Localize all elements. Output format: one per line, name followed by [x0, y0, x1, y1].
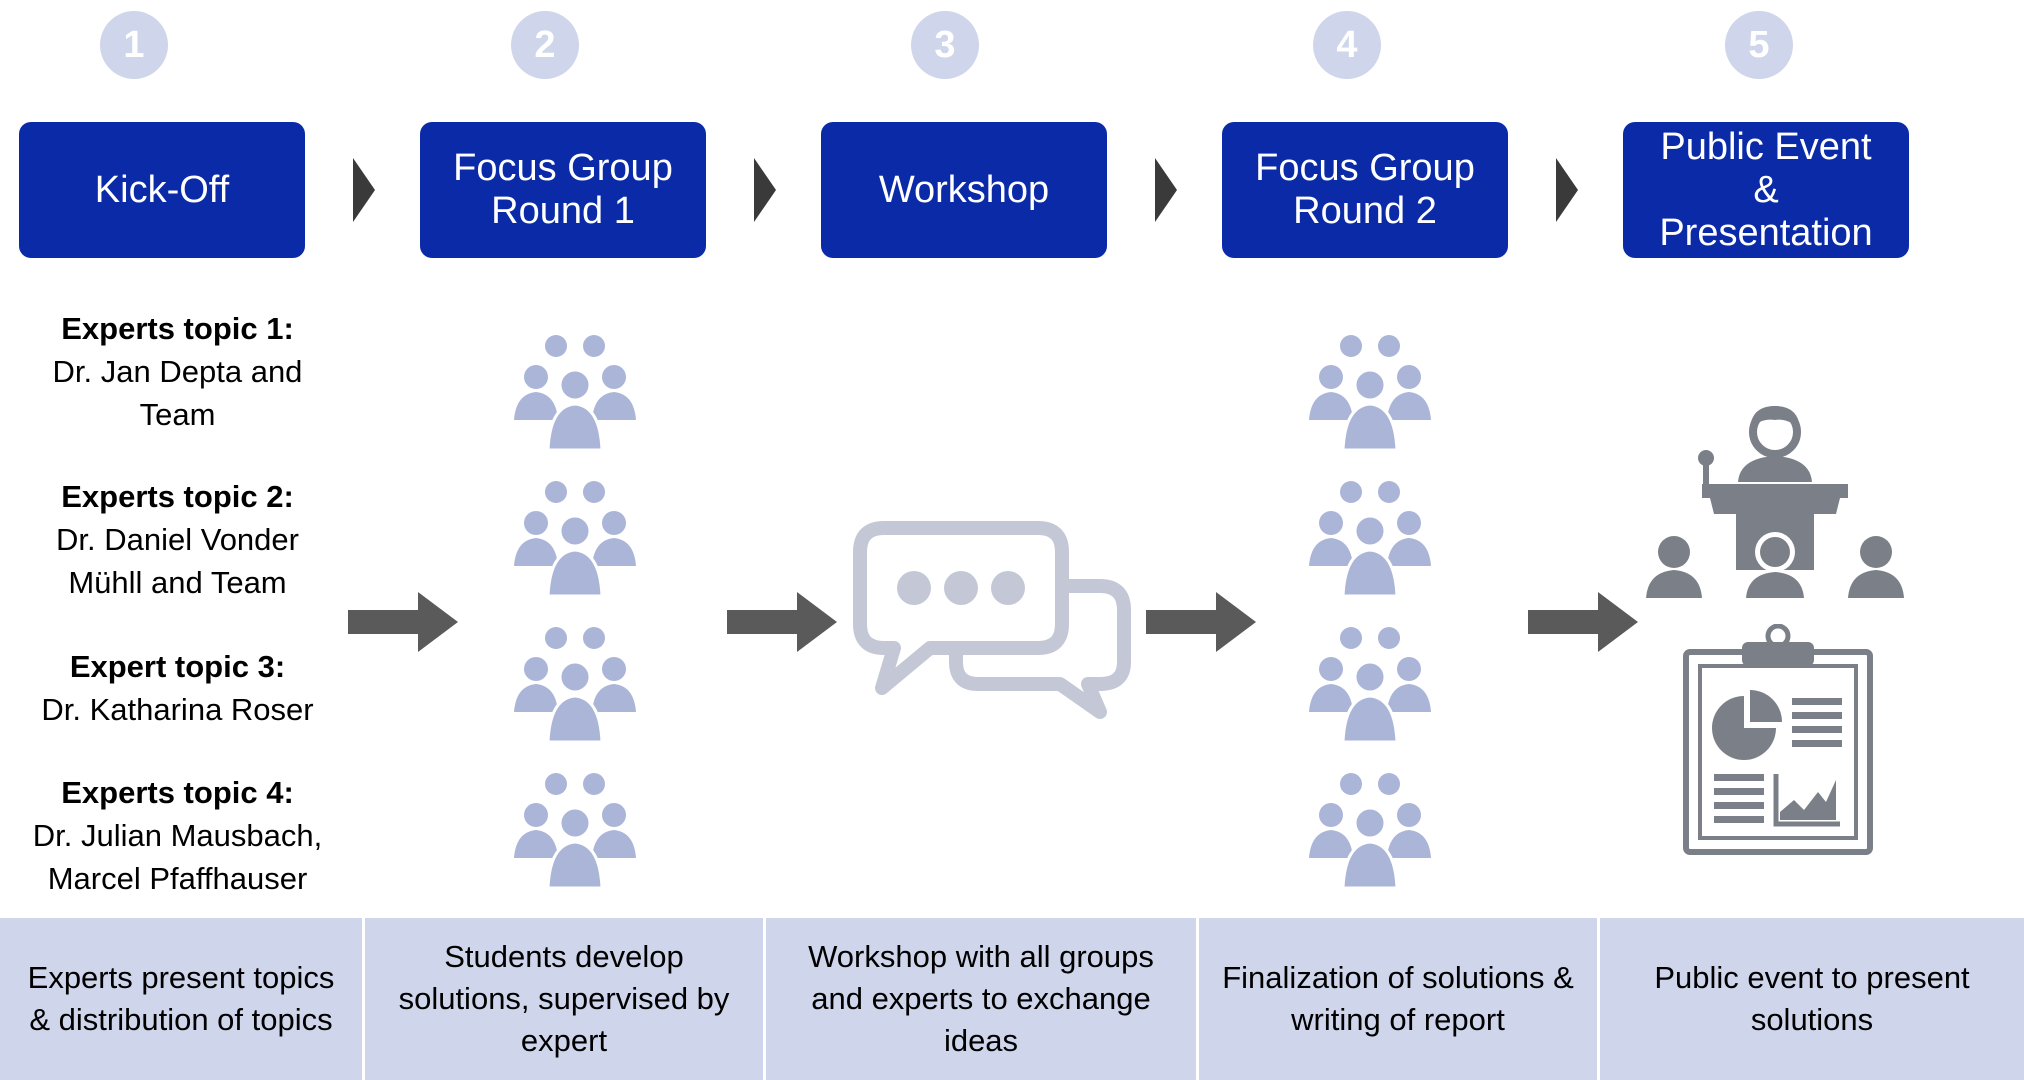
group-icon: [512, 479, 638, 598]
description-public-event: Public event to present solutions: [1654, 960, 1970, 1037]
group-icon: [1307, 625, 1433, 744]
arrow-right-icon: [1146, 592, 1256, 652]
chat-bubbles-icon: [853, 521, 1131, 719]
step-number-1: 1: [100, 11, 168, 79]
expert-topic-1-names: Dr. Jan Depta and Team: [52, 354, 303, 432]
expert-topic-2-names: Dr. Daniel Vonder Mühll and Team: [56, 522, 299, 600]
expert-topic-4-names: Dr. Julian Mausbach, Marcel Pfaffhauser: [32, 818, 323, 896]
phase-public-event: Public Event & Presentation: [1623, 122, 1909, 258]
phase-workshop: Workshop: [821, 122, 1107, 258]
expert-topic-1: Experts topic 1: Dr. Jan Depta and Team: [0, 307, 355, 436]
group-icon: [1307, 333, 1433, 452]
description-focus-group-1: Students develop solutions, supervised b…: [365, 918, 766, 1080]
description-workshop: Workshop with all groups and experts to …: [766, 918, 1199, 1080]
expert-topic-1-heading: Experts topic 1:: [61, 311, 294, 346]
group-icon: [512, 771, 638, 890]
chevron-right-icon: [1155, 158, 1177, 222]
phase-focus-group-1: Focus Group Round 1: [420, 122, 706, 258]
chevron-right-icon: [1556, 158, 1578, 222]
phase-kick-off: Kick-Off: [19, 122, 305, 258]
expert-topic-3-heading: Expert topic 3:: [69, 649, 286, 684]
group-icon: [512, 625, 638, 744]
expert-topic-2: Experts topic 2: Dr. Daniel Vonder Mühll…: [0, 475, 355, 604]
expert-topic-4-heading: Experts topic 4:: [61, 775, 294, 810]
arrow-right-icon: [1528, 592, 1638, 652]
expert-topic-4: Experts topic 4: Dr. Julian Mausbach, Ma…: [0, 771, 355, 900]
clipboard-report-icon: [1683, 624, 1873, 855]
expert-topic-3-names: Dr. Katharina Roser: [41, 692, 314, 727]
phase-focus-group-2: Focus Group Round 2: [1222, 122, 1508, 258]
step-number-3: 3: [911, 11, 979, 79]
chevron-right-icon: [353, 158, 375, 222]
arrow-right-icon: [727, 592, 837, 652]
description-focus-group-2: Finalization of solutions & writing of r…: [1199, 918, 1600, 1080]
step-number-5: 5: [1725, 11, 1793, 79]
arrow-right-icon: [348, 592, 458, 652]
description-kick-off: Experts present topics & distribution of…: [0, 918, 365, 1080]
group-icon: [1307, 479, 1433, 598]
description-bar: Experts present topics & distribution of…: [0, 918, 2024, 1080]
chevron-right-icon: [754, 158, 776, 222]
step-number-2: 2: [511, 11, 579, 79]
presenter-podium-icon: [1646, 406, 1904, 598]
expert-topic-2-heading: Experts topic 2:: [61, 479, 294, 514]
group-icon: [512, 333, 638, 452]
step-number-4: 4: [1313, 11, 1381, 79]
expert-topic-3: Expert topic 3: Dr. Katharina Roser: [0, 645, 355, 731]
group-icon: [1307, 771, 1433, 890]
